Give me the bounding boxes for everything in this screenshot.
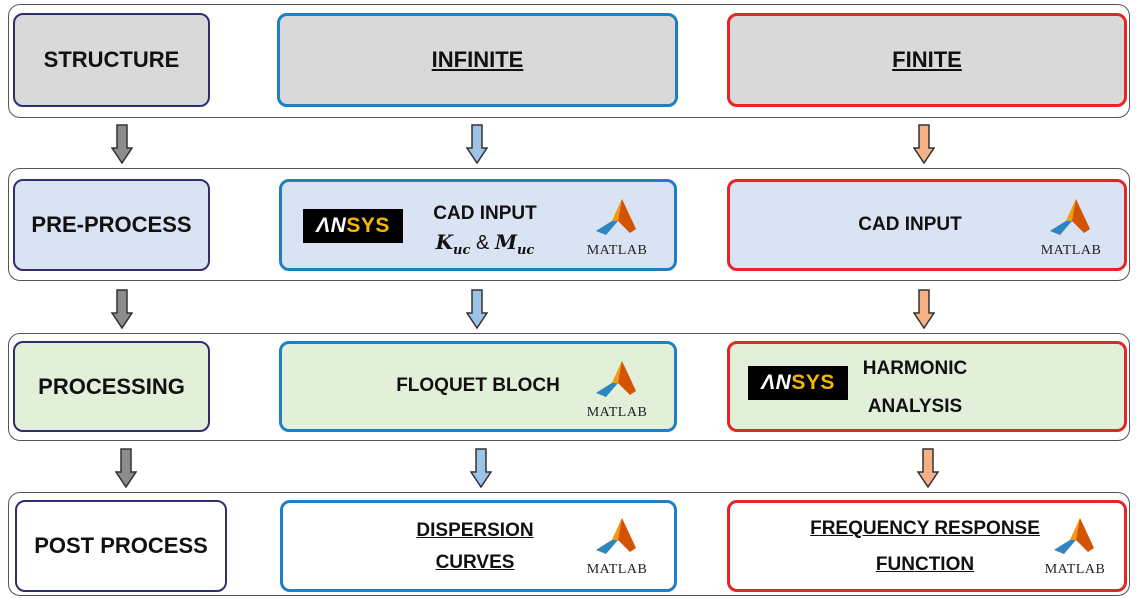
matlab-logo: MATLAB [582,357,652,421]
structure-label: STRUCTURE [43,47,180,72]
infinite-header-label: INFINITE [431,47,524,72]
post-process-label: POST PROCESS [34,533,208,558]
down-arrow-icon [466,124,488,164]
down-arrow-icon [917,448,939,488]
matlab-logo: MATLAB [1036,195,1106,259]
down-arrow-icon [111,124,133,164]
post-process-box: POST PROCESS [15,500,227,592]
matlab-logo: MATLAB [582,195,652,259]
finite-header-box: FINITE [727,13,1127,107]
matlab-logo: MATLAB [1040,514,1110,578]
down-arrow-icon [115,448,137,488]
processing-box: PROCESSING [13,341,210,432]
processing-label: PROCESSING [38,373,185,399]
matlab-logo: MATLAB [582,514,652,578]
frequency-response-label: FREQUENCY RESPONSE [810,518,1040,539]
function-label: FUNCTION [875,554,975,575]
finite-post-box [727,500,1127,592]
infinite-cad-input: CAD INPUT [433,203,537,224]
down-arrow-icon [466,289,488,329]
infinite-header-box: INFINITE [277,13,678,107]
down-arrow-icon [913,124,935,164]
curves-label: CURVES [435,552,515,573]
structure-box: STRUCTURE [13,13,210,107]
down-arrow-icon [111,289,133,329]
finite-cad-input: CAD INPUT [858,214,962,235]
finite-header-label: FINITE [892,47,962,72]
pre-process-box: PRE-PROCESS [13,179,210,271]
floquet-bloch-label: FLOQUET BLOCH [396,375,560,396]
dispersion-label: DISPERSION [416,520,534,541]
down-arrow-icon [470,448,492,488]
analysis-label: ANALYSIS [867,396,963,417]
pre-process-label: PRE-PROCESS [31,212,192,237]
harmonic-label: HARMONIC [862,358,968,379]
kuc-muc-formula: Kuc & Muc [435,230,535,258]
down-arrow-icon [913,289,935,329]
